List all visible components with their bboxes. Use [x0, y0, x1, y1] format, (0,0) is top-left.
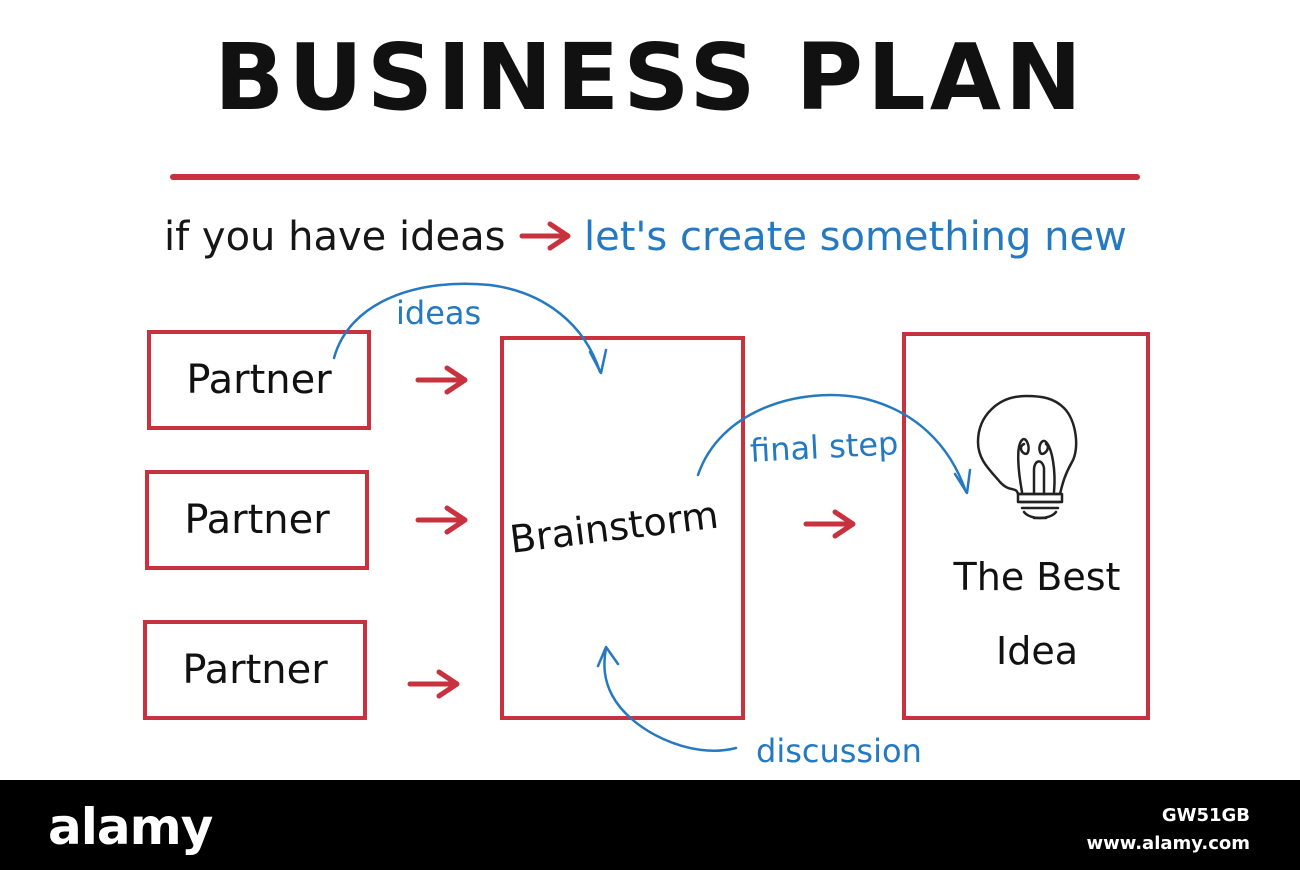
- watermark-bar: alamy GW51GB www.alamy.com: [0, 780, 1300, 870]
- watermark-url: www.alamy.com: [1086, 833, 1250, 854]
- partner-label: Partner: [182, 647, 328, 693]
- partner-label: Partner: [186, 357, 332, 403]
- arrow-right-icon: [415, 365, 468, 395]
- watermark-logo: alamy: [48, 798, 213, 856]
- partner-label: Partner: [184, 497, 330, 543]
- arrow-right-icon: [519, 221, 571, 251]
- annotation-ideas: ideas: [396, 294, 482, 332]
- arrow-right-icon: [407, 669, 460, 699]
- watermark-image-id: GW51GB: [1161, 805, 1250, 826]
- partner-box-1: Partner: [147, 330, 371, 430]
- partner-box-3: Partner: [143, 620, 367, 720]
- annotation-final-step: final step: [749, 424, 900, 470]
- diagram-canvas: BUSINESS PLAN if you have ideas let's cr…: [143, 24, 1150, 770]
- title-underline: [170, 174, 1140, 180]
- page-title: BUSINESS PLAN: [214, 24, 1086, 131]
- arrow-right-icon: [415, 505, 468, 535]
- partner-box-2: Partner: [145, 470, 369, 570]
- tagline-right: let's create something new: [584, 214, 1127, 260]
- arrow-right-icon: [803, 509, 856, 539]
- annotation-discussion: discussion: [756, 732, 922, 770]
- tagline-left: if you have ideas: [164, 214, 506, 260]
- best-idea-label: The Best Idea: [953, 555, 1121, 673]
